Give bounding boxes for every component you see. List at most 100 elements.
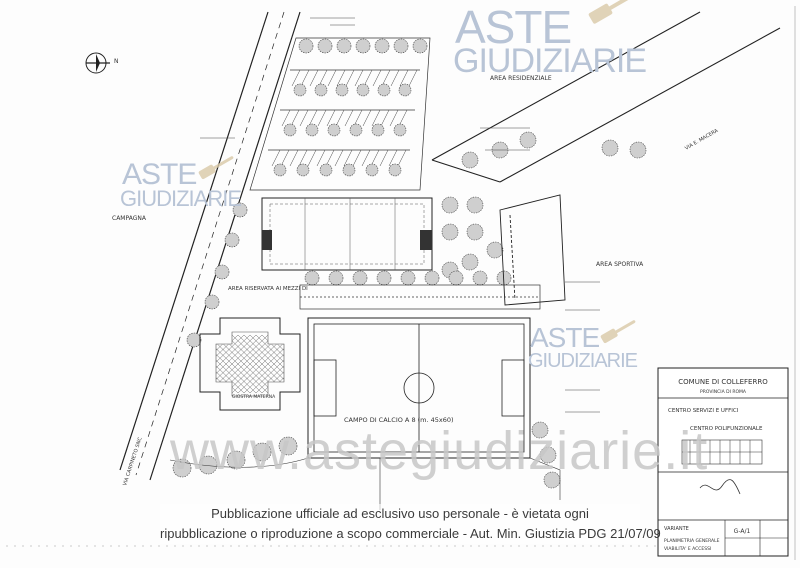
tree [336,38,352,54]
tree [172,458,192,478]
tree [461,253,479,271]
publication-notice: Pubblicazione ufficiale ad esclusivo uso… [160,504,661,544]
tree [296,163,310,177]
tree [398,83,412,97]
access-paths [169,457,561,510]
tree [273,163,287,177]
tree [327,123,341,137]
title-progetto-1: CENTRO SERVIZI E UFFICI [668,408,739,414]
tree [278,436,298,456]
tree [305,123,319,137]
watermark-aste: ASTE [455,1,572,53]
label-north: N [114,58,119,65]
parking-area [249,37,431,191]
tree [601,139,619,157]
tree [388,163,402,177]
title-variante: VARIANTE [664,526,689,532]
tree [441,223,459,241]
trees [172,38,647,489]
tree [448,270,464,286]
parking-stalls [271,69,418,167]
tree [393,123,407,137]
gavel-watermark-icon [588,0,639,24]
watermark-aste: ASTE [122,158,197,191]
title-tavola-1: PLANIMETRIA GENERALE [664,538,720,544]
tree [356,83,370,97]
tree [376,270,392,286]
service-building [261,197,433,271]
tree [298,38,314,54]
label-giostra: GIOSTRA MATERNA [232,394,276,400]
gavel-watermark-icon [600,320,636,344]
tree [204,294,220,310]
sheet-frame [6,6,796,560]
watermark-giudiziarie: GIUDIZIARIE [528,350,638,372]
tree [252,442,272,462]
tree [486,241,504,259]
tree [226,450,246,470]
tree [214,264,230,280]
main-road [119,11,301,481]
label-campagna: CAMPAGNA [112,215,147,222]
title-comune: COMUNE DI COLLEFERRO [678,378,768,386]
notice-line-2: ripubblicazione o riproduzione a scopo c… [160,526,661,541]
tree [365,163,379,177]
right-wing [499,194,566,306]
tree [424,270,440,286]
tree [531,421,549,439]
tree [198,455,218,475]
label-area-residenziale: AREA RESIDENZIALE [490,75,552,82]
tree [466,196,484,214]
tree [342,163,356,177]
label-via-right: VIA E. MACERA [684,128,720,152]
tree [352,270,368,286]
tree [539,446,557,464]
tree [441,196,459,214]
title-tavola-code: G-A/1 [734,528,751,535]
north-arrow-icon [85,52,110,74]
tree [472,270,488,286]
reserved-strip [299,284,541,310]
tree [283,123,297,137]
tree [371,123,385,137]
tree [461,151,479,169]
tree [519,131,537,149]
leader-lines [200,17,600,413]
tree [319,163,333,177]
notice-line-1: Pubblicazione ufficiale ad esclusivo uso… [211,506,589,521]
tree [466,223,484,241]
tree [304,270,320,286]
tree [335,83,349,97]
title-tavola-2: VIABILITA' E ACCESSI [664,546,711,552]
title-progetto-2: CENTRO POLIFUNZIONALE [690,426,763,432]
tree [377,83,391,97]
tree [400,270,416,286]
signature [699,479,741,495]
tree [374,38,390,54]
tree [412,38,428,54]
label-via-carpineto: VIA CARPINETO SNC [122,436,144,487]
playground [199,317,301,411]
tree [355,38,371,54]
label-area-sportiva: AREA SPORTIVA [596,261,644,268]
tree [293,83,307,97]
tree [349,123,363,137]
tree [328,270,344,286]
title-provincia: PROVINCIA DI ROMA [700,389,747,395]
tree [393,38,409,54]
tree [314,83,328,97]
tree [232,202,248,218]
title-block [657,367,789,557]
right-road [431,11,781,183]
watermark-giudiziarie: GIUDIZIARIE [120,186,242,211]
watermark-url: www.astegiudiziarie.it [170,421,709,481]
tree [629,141,647,159]
label-campo: CAMPO DI CALCIO A 8 (m. 45x60) [344,416,454,424]
gavel-watermark-icon [198,156,234,180]
watermark-aste: ASTE [530,322,600,353]
football-field [307,317,531,459]
tree [186,332,202,348]
tree [224,232,240,248]
